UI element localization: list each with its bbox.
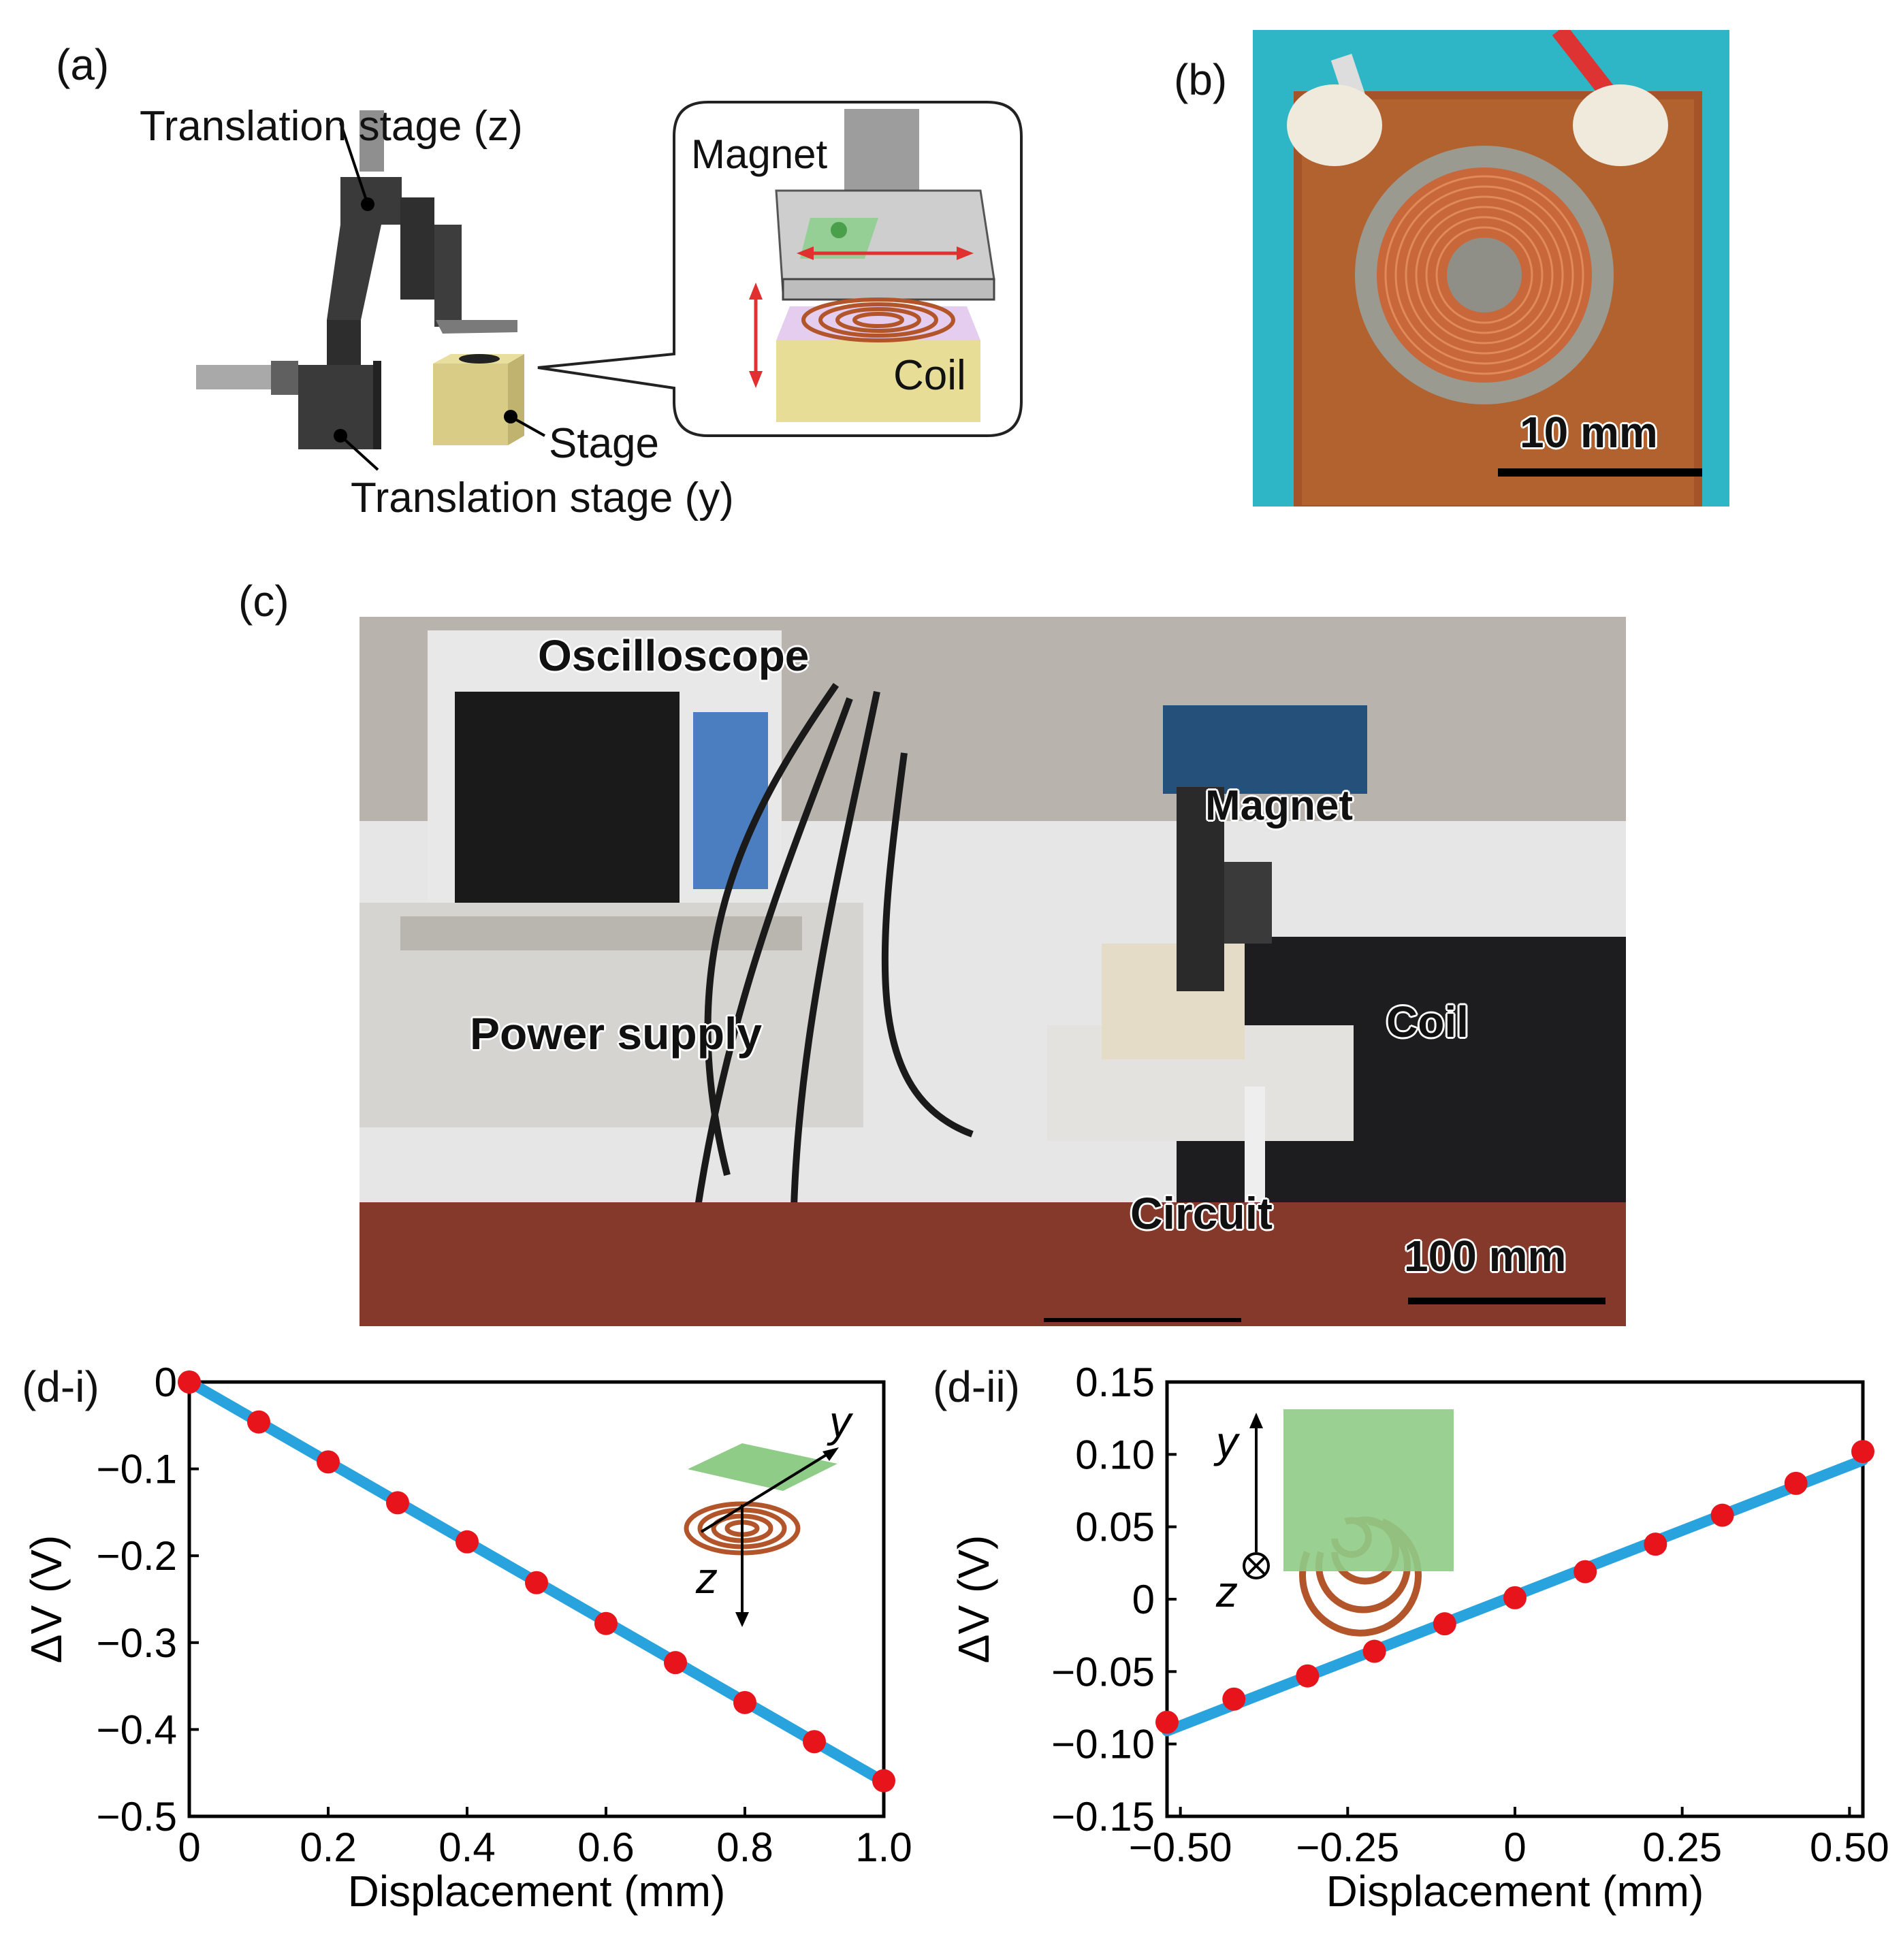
scalebar-label-c: 100 mm (1404, 1232, 1567, 1281)
data-point-d-ii (1222, 1687, 1246, 1711)
data-point-d-ii (1573, 1560, 1597, 1584)
data-point-d-i (247, 1410, 270, 1434)
inset-z-label-d-ii: z (1215, 1567, 1238, 1616)
x-axis-label-d-i: Displacement (mm) (348, 1867, 726, 1916)
panel-c-label: (c) (238, 577, 289, 626)
setup-photo (360, 617, 1626, 1326)
label-translation-stage-y: Translation stage (y) (351, 475, 734, 521)
data-point-d-ii (1710, 1503, 1734, 1527)
inset-z-label-d-i: z (695, 1554, 718, 1603)
label-coil-photo: Coil (1386, 997, 1469, 1046)
data-point-d-ii (1784, 1471, 1808, 1495)
x-tick-label-d-i: 1.0 (855, 1825, 912, 1870)
panel-di-label: (d-i) (22, 1362, 99, 1411)
data-point-d-i (525, 1571, 548, 1594)
plot-frame-d-i (187, 1380, 886, 1818)
y-tick-label-d-ii: 0.15 (1075, 1360, 1155, 1405)
y-tick-label-d-i: −0.2 (97, 1533, 177, 1579)
y-tick-label-d-ii: −0.05 (1051, 1649, 1155, 1694)
data-point-d-i (664, 1651, 687, 1675)
x-tick-label-d-ii: −0.25 (1296, 1825, 1399, 1870)
data-point-d-ii (1851, 1440, 1874, 1464)
data-point-d-ii (1296, 1664, 1320, 1688)
panel-dii-label: (d-ii) (933, 1362, 1020, 1411)
y-tick-label-d-i: −0.4 (97, 1707, 177, 1752)
x-tick-label-d-i: 0 (178, 1825, 200, 1870)
x-tick-label-d-ii: −0.50 (1129, 1825, 1232, 1870)
data-point-d-ii (1362, 1639, 1386, 1663)
data-point-d-i (386, 1491, 409, 1515)
scalebar-label-b: 10 mm (1520, 408, 1658, 457)
x-axis-label-d-ii: Displacement (mm) (1326, 1867, 1704, 1916)
panel-a-label: (a) (56, 40, 110, 89)
x-tick-label-d-i: 0.2 (300, 1825, 356, 1870)
label-power-supply: Power supply (470, 1008, 763, 1059)
panel-b-label: (b) (1174, 55, 1228, 104)
data-point-d-ii (1433, 1612, 1456, 1636)
x-tick-label-d-ii: 0.25 (1642, 1825, 1722, 1870)
inset-y-label-d-ii: y (1213, 1417, 1241, 1466)
plot-area-d-ii: −0.50 −0.25 0 0.25 0.50 0.15 0.10 0.05 0 −0.05 −0.… (949, 1360, 1889, 1916)
y-tick-label-d-i: 0 (155, 1360, 177, 1405)
label-stage: Stage (549, 420, 660, 467)
x-tick-label-d-i: 0.6 (577, 1825, 634, 1870)
y-tick-label-d-i: −0.3 (97, 1620, 177, 1666)
label-coil-inset: Coil (893, 352, 966, 399)
label-magnet-photo: Magnet (1205, 782, 1353, 829)
inset-y-label-d-i: y (827, 1397, 854, 1446)
y-tick-label-d-i: −0.5 (97, 1794, 177, 1839)
label-oscilloscope: Oscilloscope (538, 631, 810, 680)
data-point-d-i (733, 1690, 756, 1714)
data-point-d-i (178, 1370, 201, 1394)
y-tick-label-d-ii: 0 (1132, 1577, 1155, 1622)
data-point-d-i (803, 1730, 826, 1754)
label-translation-stage-z: Translation stage (z) (140, 103, 523, 150)
data-point-d-i (317, 1450, 340, 1474)
label-circuit: Circuit (1130, 1188, 1273, 1238)
y-tick-label-d-ii: −0.10 (1051, 1722, 1155, 1767)
x-tick-label-d-ii: 0.50 (1810, 1825, 1889, 1870)
y-tick-label-d-ii: 0.05 (1075, 1505, 1155, 1550)
data-point-d-i (872, 1769, 895, 1793)
y-tick-label-d-ii: 0.10 (1075, 1432, 1155, 1477)
y-axis-label-d-ii: ΔV (V) (949, 1535, 998, 1664)
panel-a-diagram (196, 101, 1023, 471)
label-magnet-inset: Magnet (691, 131, 828, 177)
inset-coil-magnet-d-i (684, 1443, 839, 1627)
x-tick-label-d-ii: 0 (1503, 1825, 1526, 1870)
data-point-d-i (456, 1530, 479, 1554)
y-tick-label-d-ii: −0.15 (1051, 1794, 1155, 1839)
y-axis-label-d-i: ΔV (V) (22, 1535, 71, 1664)
plot-area-d-i: 0 0.2 0.4 0.6 0.8 1.0 0 −0.1 −0.2 −0.3 −0.4 −0.5Dis… (22, 1360, 912, 1916)
data-point-d-ii (1503, 1586, 1527, 1609)
inset-coil-magnet-d-ii (1243, 1409, 1454, 1637)
coil-photo (1253, 30, 1729, 507)
chart-d-i: y z 0 0.2 0.4 0.6 0.8 1.0 0 −0.1 −0.2 −0.3 −0.4 −0.… (22, 1360, 912, 1916)
chart-d-ii: y z −0.50 −0.25 0 0.25 0.50 0.15 0.10 0.05 0 −0.0… (949, 1360, 1889, 1916)
data-point-d-ii (1155, 1710, 1179, 1734)
y-tick-label-d-i: −0.1 (97, 1447, 177, 1492)
data-point-d-ii (1644, 1532, 1667, 1556)
x-tick-label-d-i: 0.4 (438, 1825, 495, 1870)
x-tick-label-d-i: 0.8 (716, 1825, 773, 1870)
data-point-d-i (594, 1611, 618, 1635)
